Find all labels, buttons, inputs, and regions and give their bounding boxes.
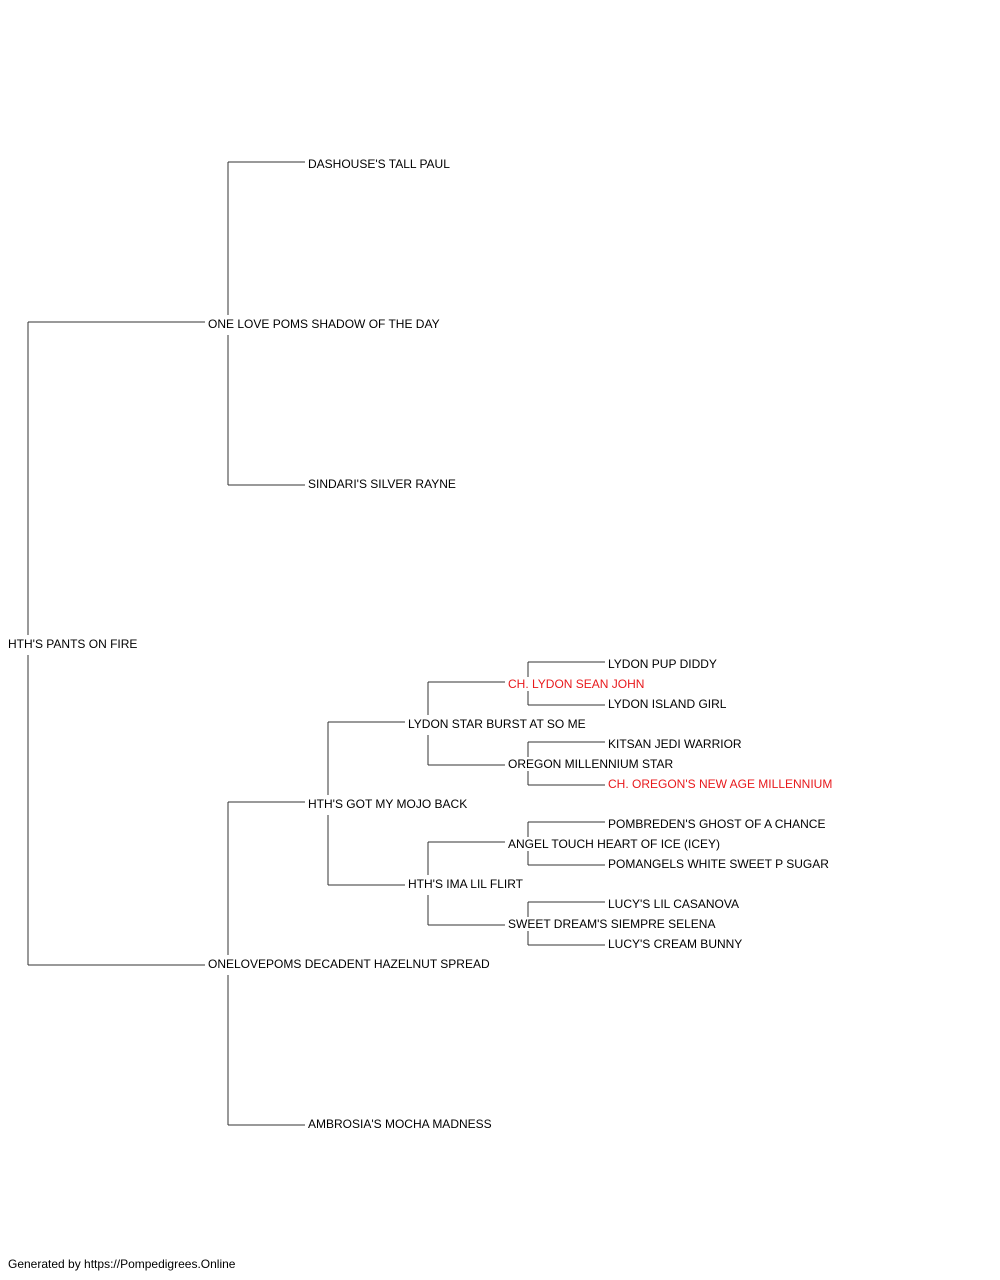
sire-name: ONE LOVE POMS SHADOW OF THE DAY (208, 317, 440, 331)
sire-sire-name: DASHOUSE'S TALL PAUL (308, 157, 450, 171)
dam-sire-dam-dam-name: SWEET DREAM'S SIEMPRE SELENA (508, 917, 716, 931)
lucys-cream-bunny-name: LUCY'S CREAM BUNNY (608, 937, 743, 951)
connector-sire (227, 161, 305, 486)
subject-name: HTH'S PANTS ON FIRE (8, 637, 138, 651)
connector-sweet-dream (527, 901, 605, 946)
kitsan-jedi-warrior-name: KITSAN JEDI WARRIOR (608, 737, 742, 751)
sire-dam-name: SINDARI'S SILVER RAYNE (308, 477, 456, 491)
pombredens-ghost-name: POMBREDEN'S GHOST OF A CHANCE (608, 817, 826, 831)
connector-angel-touch (527, 821, 605, 866)
dam-sire-name: HTH'S GOT MY MOJO BACK (308, 797, 468, 811)
connector-lydon-sean-john (527, 661, 605, 706)
oregons-new-age-millennium-name: CH. OREGON'S NEW AGE MILLENNIUM (608, 777, 833, 791)
pomangels-white-sweet-name: POMANGELS WHITE SWEET P SUGAR (608, 857, 829, 871)
lydon-pup-diddy-name: LYDON PUP DIDDY (608, 657, 717, 671)
lucys-lil-casanova-name: LUCY'S LIL CASANOVA (608, 897, 740, 911)
connector-dam-sire-dam (427, 841, 505, 926)
connector-dam-sire-sire (427, 681, 505, 766)
footer-credit: Generated by https://Pompedigrees.Online (8, 1257, 236, 1271)
dam-name: ONELOVEPOMS DECADENT HAZELNUT SPREAD (208, 957, 490, 971)
connector-dam-sire (327, 721, 405, 886)
dam-dam-name: AMBROSIA'S MOCHA MADNESS (308, 1117, 492, 1131)
lydon-island-girl-name: LYDON ISLAND GIRL (608, 697, 727, 711)
dam-sire-sire-sire-name: CH. LYDON SEAN JOHN (508, 677, 645, 691)
dam-sire-dam-name: HTH'S IMA LIL FLIRT (408, 877, 523, 891)
dam-sire-dam-sire-name: ANGEL TOUCH HEART OF ICE (ICEY) (508, 837, 721, 851)
connector-oregon-millennium-star (527, 741, 605, 786)
connector-dam (227, 801, 305, 1126)
dam-sire-sire-name: LYDON STAR BURST AT SO ME (408, 717, 586, 731)
dam-sire-sire-dam-name: OREGON MILLENNIUM STAR (508, 757, 674, 771)
connector-subject (27, 321, 205, 966)
